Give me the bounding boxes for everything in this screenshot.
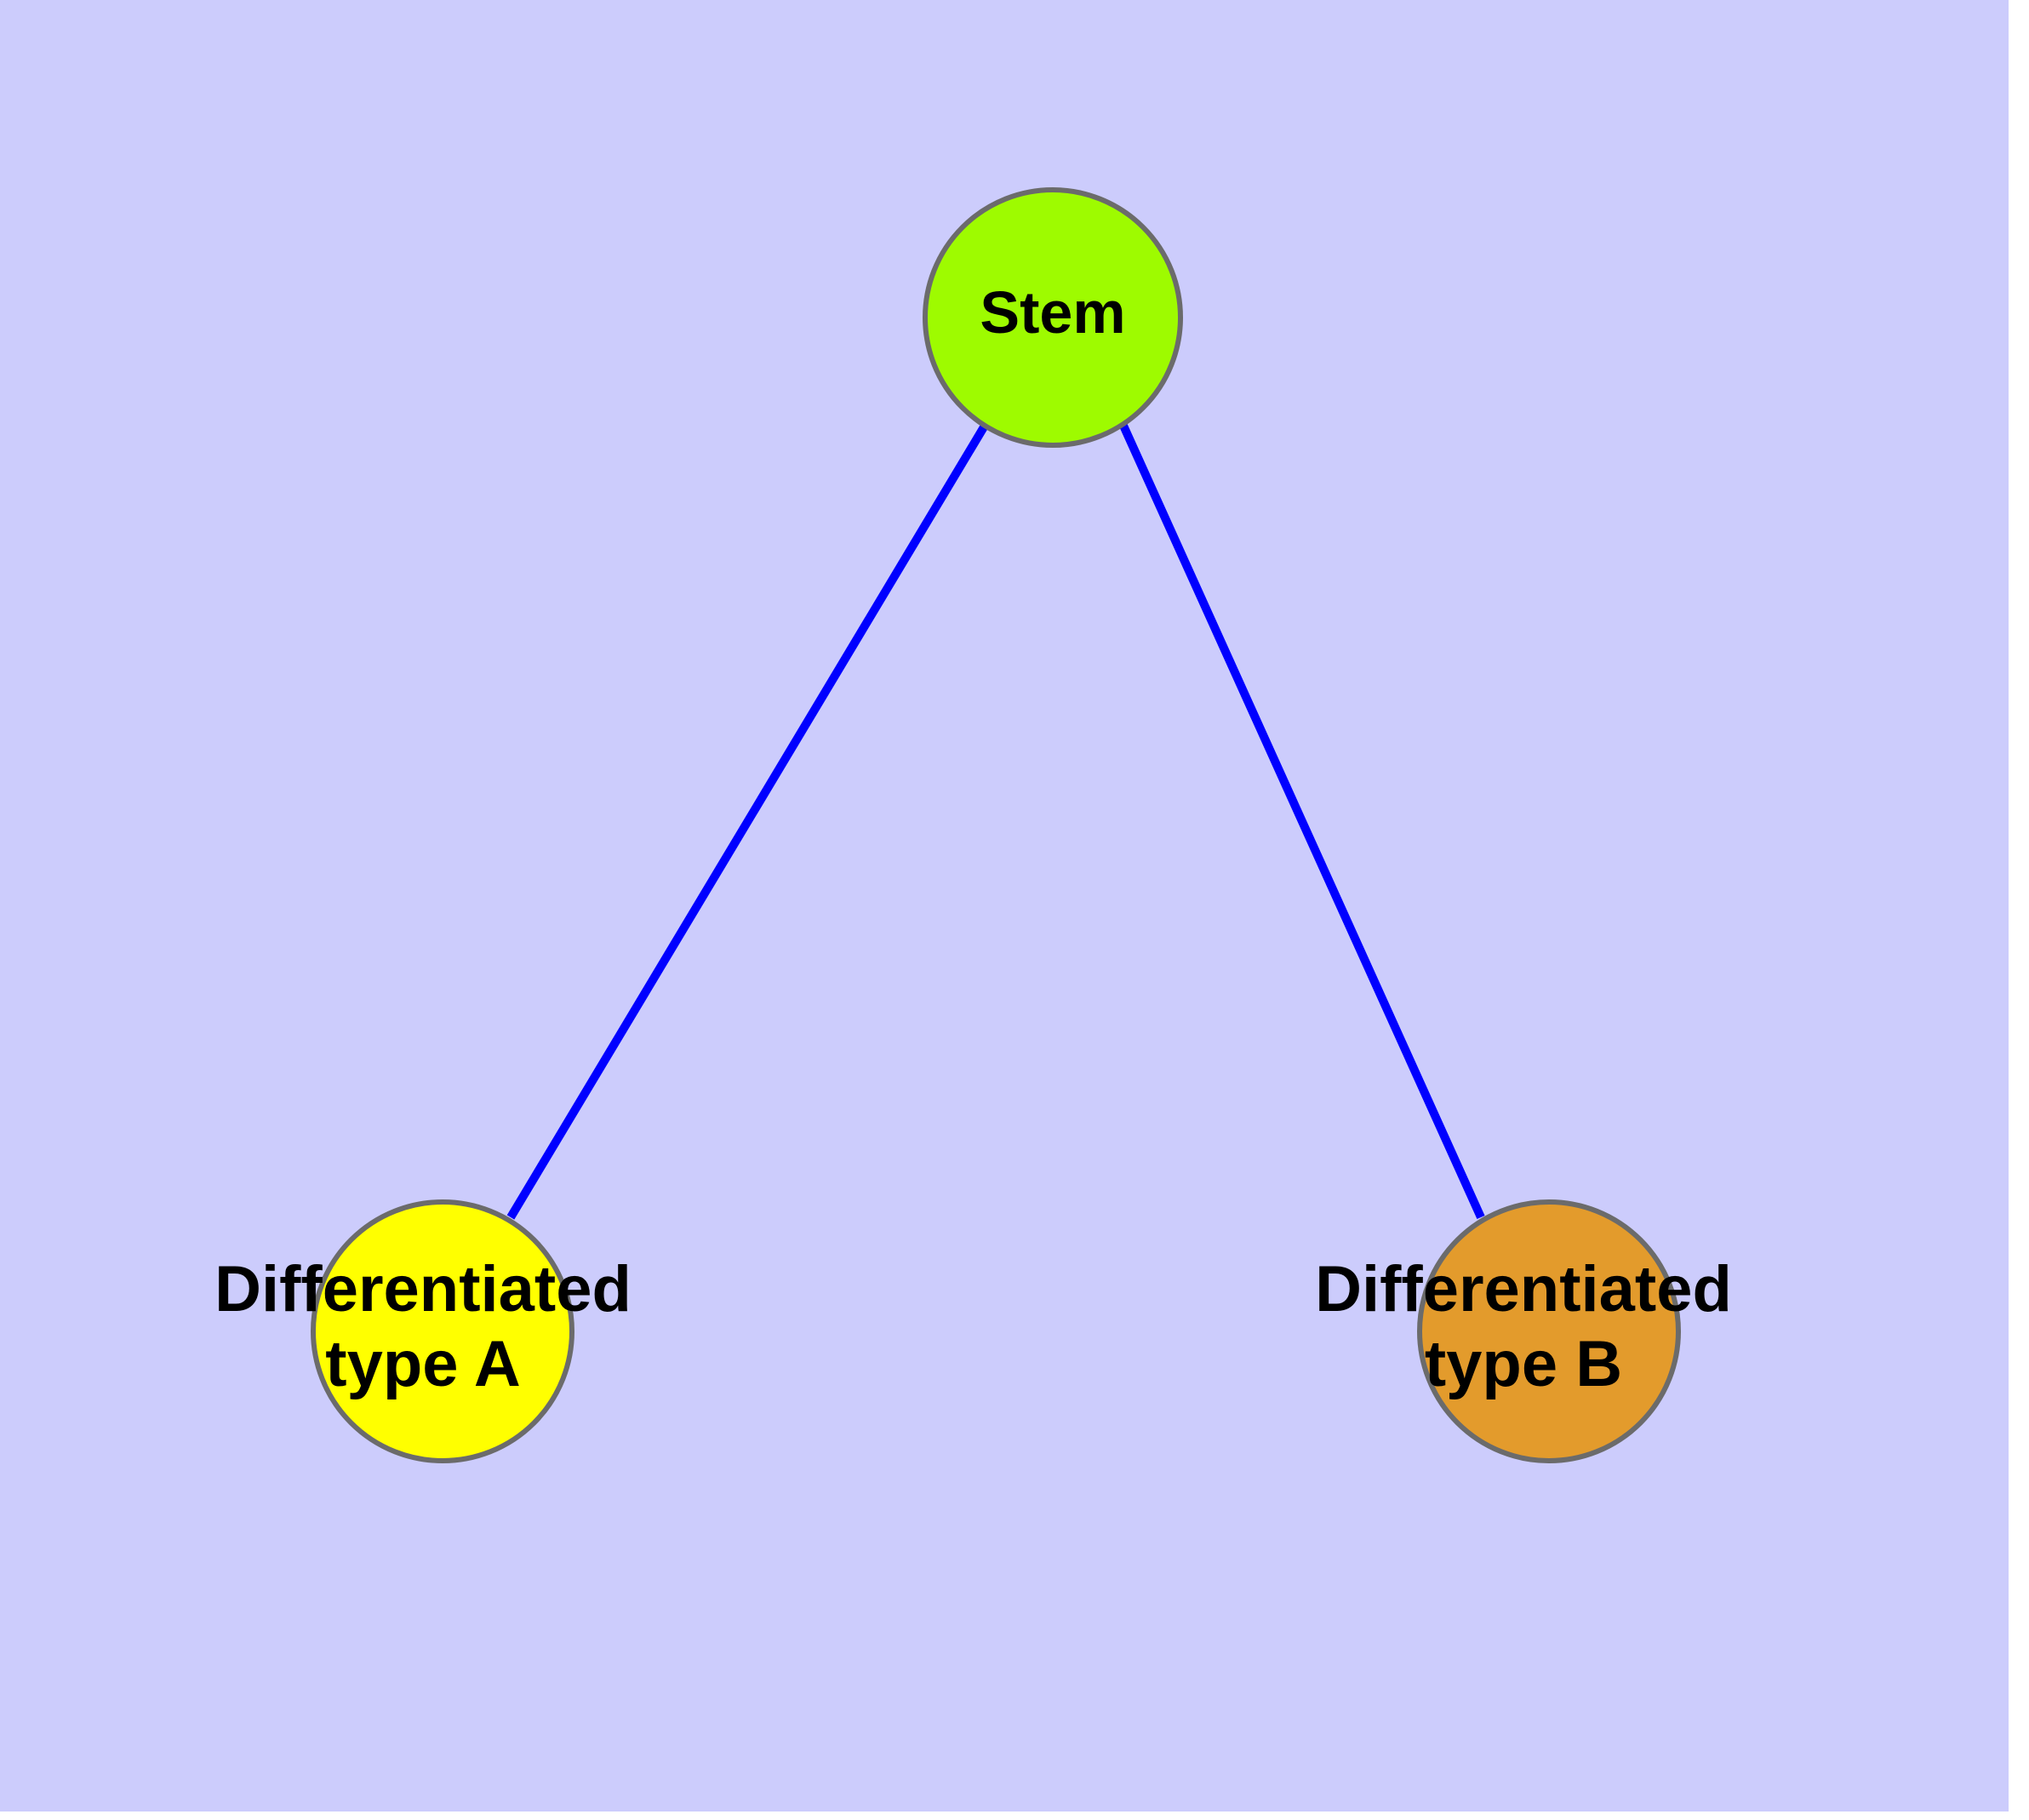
edges-layer (506, 423, 1485, 1220)
edge-stem-diff-a[interactable] (506, 423, 989, 1220)
node-label-line: Differentiated (214, 1253, 632, 1325)
node-label-line: Differentiated (1315, 1253, 1732, 1325)
node-label-line: type A (325, 1328, 520, 1400)
node-diff_a[interactable] (311, 1199, 574, 1463)
edge-stem-diff-b[interactable] (1119, 423, 1485, 1220)
node-diff_b[interactable] (1417, 1199, 1681, 1463)
node-label-line: type B (1425, 1328, 1622, 1400)
node-label-stem: Stem (980, 279, 1125, 346)
node-stem[interactable] (923, 187, 1183, 448)
nodes-layer (311, 187, 1681, 1463)
node-label-line: Stem (980, 279, 1125, 346)
